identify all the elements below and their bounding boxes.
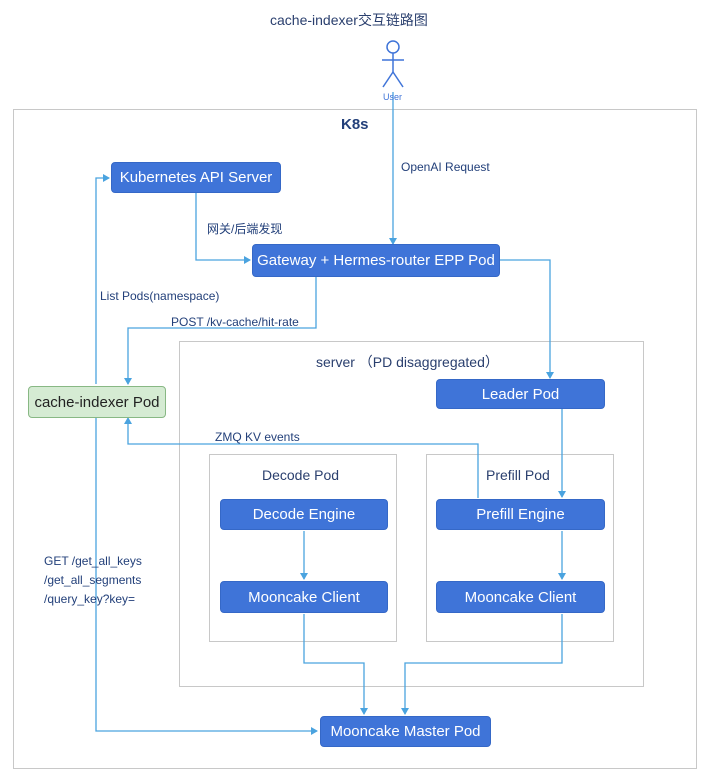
edge-label-openai-request: OpenAI Request (401, 160, 490, 174)
prefill-pod-frame (426, 454, 614, 642)
server-frame (179, 341, 644, 687)
node-decode-engine[interactable]: Decode Engine (220, 499, 388, 530)
edge-cacheindexer-to-k8sapi (95, 174, 110, 384)
node-k8s-api-server[interactable]: Kubernetes API Server (111, 162, 281, 193)
node-cache-indexer[interactable]: cache-indexer Pod (28, 386, 166, 418)
edge-k8sapi-to-gateway (195, 193, 251, 264)
edge-prefill-client-to-master (401, 614, 563, 715)
edge-label-gateway-discovery: 网关/后端发现 (207, 222, 283, 236)
edge-label-post-hit-rate: POST /kv-cache/hit-rate (171, 315, 299, 329)
edge-label-get-keys-2: /get_all_segments (44, 573, 142, 587)
decode-pod-frame (209, 454, 397, 642)
node-gateway[interactable]: Gateway + Hermes-router EPP Pod (252, 244, 500, 277)
edge-cacheindexer-to-master (95, 418, 318, 735)
node-mooncake-client-prefill[interactable]: Mooncake Client (436, 581, 605, 613)
edge-gateway-to-cacheindexer (124, 277, 317, 385)
edge-decode-client-to-master (303, 614, 368, 715)
node-leader-pod[interactable]: Leader Pod (436, 379, 605, 409)
edge-gateway-to-leader (500, 259, 554, 379)
user-icon (382, 40, 404, 88)
diagram-title: cache-indexer交互链路图 (270, 12, 428, 28)
user-label: User (383, 92, 403, 102)
prefill-pod-label: Prefill Pod (486, 467, 550, 483)
edge-label-list-pods: List Pods(namespace) (100, 289, 220, 303)
edge-label-get-keys-1: GET /get_all_keys (44, 554, 142, 568)
k8s-label: K8s (341, 116, 369, 133)
edge-prefill-to-cacheindexer (124, 417, 479, 498)
node-mooncake-client-decode[interactable]: Mooncake Client (220, 581, 388, 613)
edge-label-get-keys-3: /query_key?key= (44, 592, 136, 606)
server-label: server （PD disaggregated） (316, 354, 499, 370)
k8s-frame (13, 109, 697, 769)
node-mooncake-master[interactable]: Mooncake Master Pod (320, 716, 491, 747)
node-prefill-engine[interactable]: Prefill Engine (436, 499, 605, 530)
decode-pod-label: Decode Pod (262, 467, 340, 483)
edge-label-zmq-events: ZMQ KV events (215, 430, 300, 444)
